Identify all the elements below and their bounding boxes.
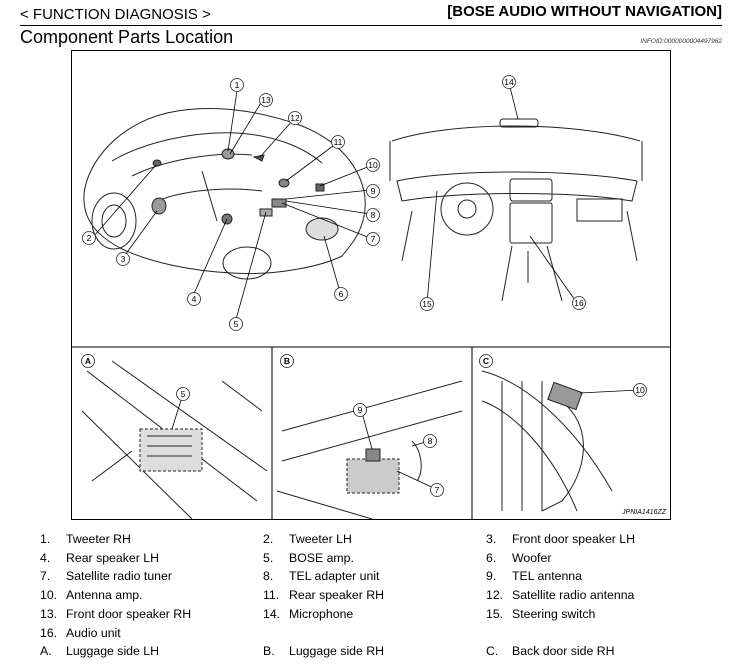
svg-text:9: 9 — [371, 186, 376, 196]
panel-a-drawing — [81, 360, 268, 519]
callout-10: 10 — [366, 158, 380, 172]
svg-text:8: 8 — [371, 210, 376, 220]
panel-b-drawing — [276, 380, 463, 519]
svg-text:3: 3 — [121, 254, 126, 264]
legend-item: 2.Tweeter LH — [263, 532, 352, 546]
svg-text:7: 7 — [371, 234, 376, 244]
component-location-figure: 1 2 3 4 5 6 7 8 9 10 11 12 13 14 15 16 5… — [71, 50, 671, 520]
svg-text:11: 11 — [334, 137, 343, 147]
svg-text:12: 12 — [290, 113, 300, 123]
svg-text:7: 7 — [435, 485, 440, 495]
svg-text:C: C — [483, 356, 489, 366]
dashboard-drawing — [389, 118, 643, 302]
svg-text:A: A — [85, 356, 91, 366]
svg-text:9: 9 — [358, 405, 363, 415]
legend-item: 9.TEL antenna — [486, 569, 582, 584]
callout-7-panel-b: 7 — [430, 483, 444, 497]
callout-10-panel-c: 10 — [633, 383, 647, 397]
svg-text:5: 5 — [181, 389, 186, 399]
panel-label-a: A — [81, 354, 95, 368]
callout-9-panel-b: 9 — [353, 403, 367, 417]
svg-text:B: B — [284, 356, 290, 366]
legend-item: A.Luggage side LH — [40, 644, 159, 659]
legend-row: 4.Rear speaker LH 5.BOSE amp. 6.Woofer — [40, 551, 730, 569]
legend-row: 1.Tweeter RH 2.Tweeter LH 3.Front door s… — [40, 532, 730, 550]
svg-text:10: 10 — [635, 385, 645, 395]
legend-row: 13.Front door speaker RH 14.Microphone 1… — [40, 607, 730, 625]
legend-row: 16.Audio unit — [40, 626, 730, 644]
panel-label-b: B — [280, 354, 294, 368]
legend-item: 13.Front door speaker RH — [40, 606, 192, 621]
figure-code: JPNIA1416ZZ — [622, 509, 666, 516]
callout-4: 4 — [187, 292, 201, 306]
callout-6: 6 — [334, 287, 348, 301]
legend-item: 16.Audio unit — [40, 625, 121, 640]
callout-12: 12 — [288, 111, 302, 125]
callout-8-panel-b: 8 — [423, 434, 437, 448]
callout-11: 11 — [331, 135, 345, 149]
legend-row: 7.Satellite radio tuner 8.TEL adapter un… — [40, 569, 730, 587]
svg-text:14: 14 — [504, 77, 514, 87]
legend-item: 14.Microphone — [263, 606, 354, 621]
legend-item: 10.Antenna amp. — [40, 588, 143, 603]
legend-row: A.Luggage side LH B.Luggage side RH C.Ba… — [40, 644, 730, 662]
legend-item: 6.Woofer — [486, 550, 552, 565]
model-heading: [BOSE AUDIO WITHOUT NAVIGATION] — [447, 3, 722, 20]
figure-drawing: 1 2 3 4 5 6 7 8 9 10 11 12 13 14 15 16 5… — [72, 75, 670, 519]
callout-16: 16 — [572, 296, 586, 310]
callout-5-panel-a: 5 — [176, 387, 190, 401]
legend-item: B.Luggage side RH — [263, 644, 385, 659]
callout-8: 8 — [366, 208, 380, 222]
svg-text:6: 6 — [339, 289, 344, 299]
svg-text:16: 16 — [574, 298, 584, 308]
page-title: Component Parts Location — [20, 27, 234, 47]
legend-item: 7.Satellite radio tuner — [40, 569, 172, 584]
legend-item: 15.Steering switch — [486, 606, 596, 621]
legend-item: 12.Satellite radio antenna — [486, 588, 635, 603]
svg-text:8: 8 — [428, 436, 433, 446]
legend-item: 11.Rear speaker RH — [263, 588, 384, 603]
callout-5: 5 — [229, 317, 243, 331]
callout-7: 7 — [366, 232, 380, 246]
svg-text:15: 15 — [422, 299, 432, 309]
callout-13: 13 — [259, 93, 273, 107]
callout-15: 15 — [420, 297, 434, 311]
svg-text:5: 5 — [234, 319, 239, 329]
svg-text:1: 1 — [235, 80, 240, 90]
legend-item: 8.TEL adapter unit — [263, 569, 380, 584]
section-heading: < FUNCTION DIAGNOSIS > — [20, 6, 211, 23]
leader-lines — [93, 82, 640, 490]
svg-text:13: 13 — [261, 95, 271, 105]
panel-c-drawing — [481, 370, 613, 512]
legend-item: 3.Front door speaker LH — [486, 532, 636, 546]
info-id: INFOID:0000000004497962 — [640, 38, 722, 45]
legend-item: 1.Tweeter RH — [40, 532, 131, 546]
callout-2: 2 — [82, 231, 96, 245]
legend-row: 10.Antenna amp. 11.Rear speaker RH 12.Sa… — [40, 588, 730, 606]
callout-1: 1 — [230, 78, 244, 92]
callout-markers: 1 2 3 4 5 6 7 8 9 10 11 12 13 14 15 16 5… — [81, 75, 647, 497]
legend-item: C.Back door side RH — [486, 644, 615, 659]
svg-text:10: 10 — [368, 160, 378, 170]
callout-3: 3 — [116, 252, 130, 266]
legend-item: 5.BOSE amp. — [263, 550, 354, 565]
header-divider — [20, 25, 722, 26]
callout-9: 9 — [366, 184, 380, 198]
svg-text:4: 4 — [192, 294, 197, 304]
panel-label-c: C — [479, 354, 493, 368]
callout-14: 14 — [502, 75, 516, 89]
svg-text:2: 2 — [87, 233, 92, 243]
legend-item: 4.Rear speaker LH — [40, 550, 159, 565]
